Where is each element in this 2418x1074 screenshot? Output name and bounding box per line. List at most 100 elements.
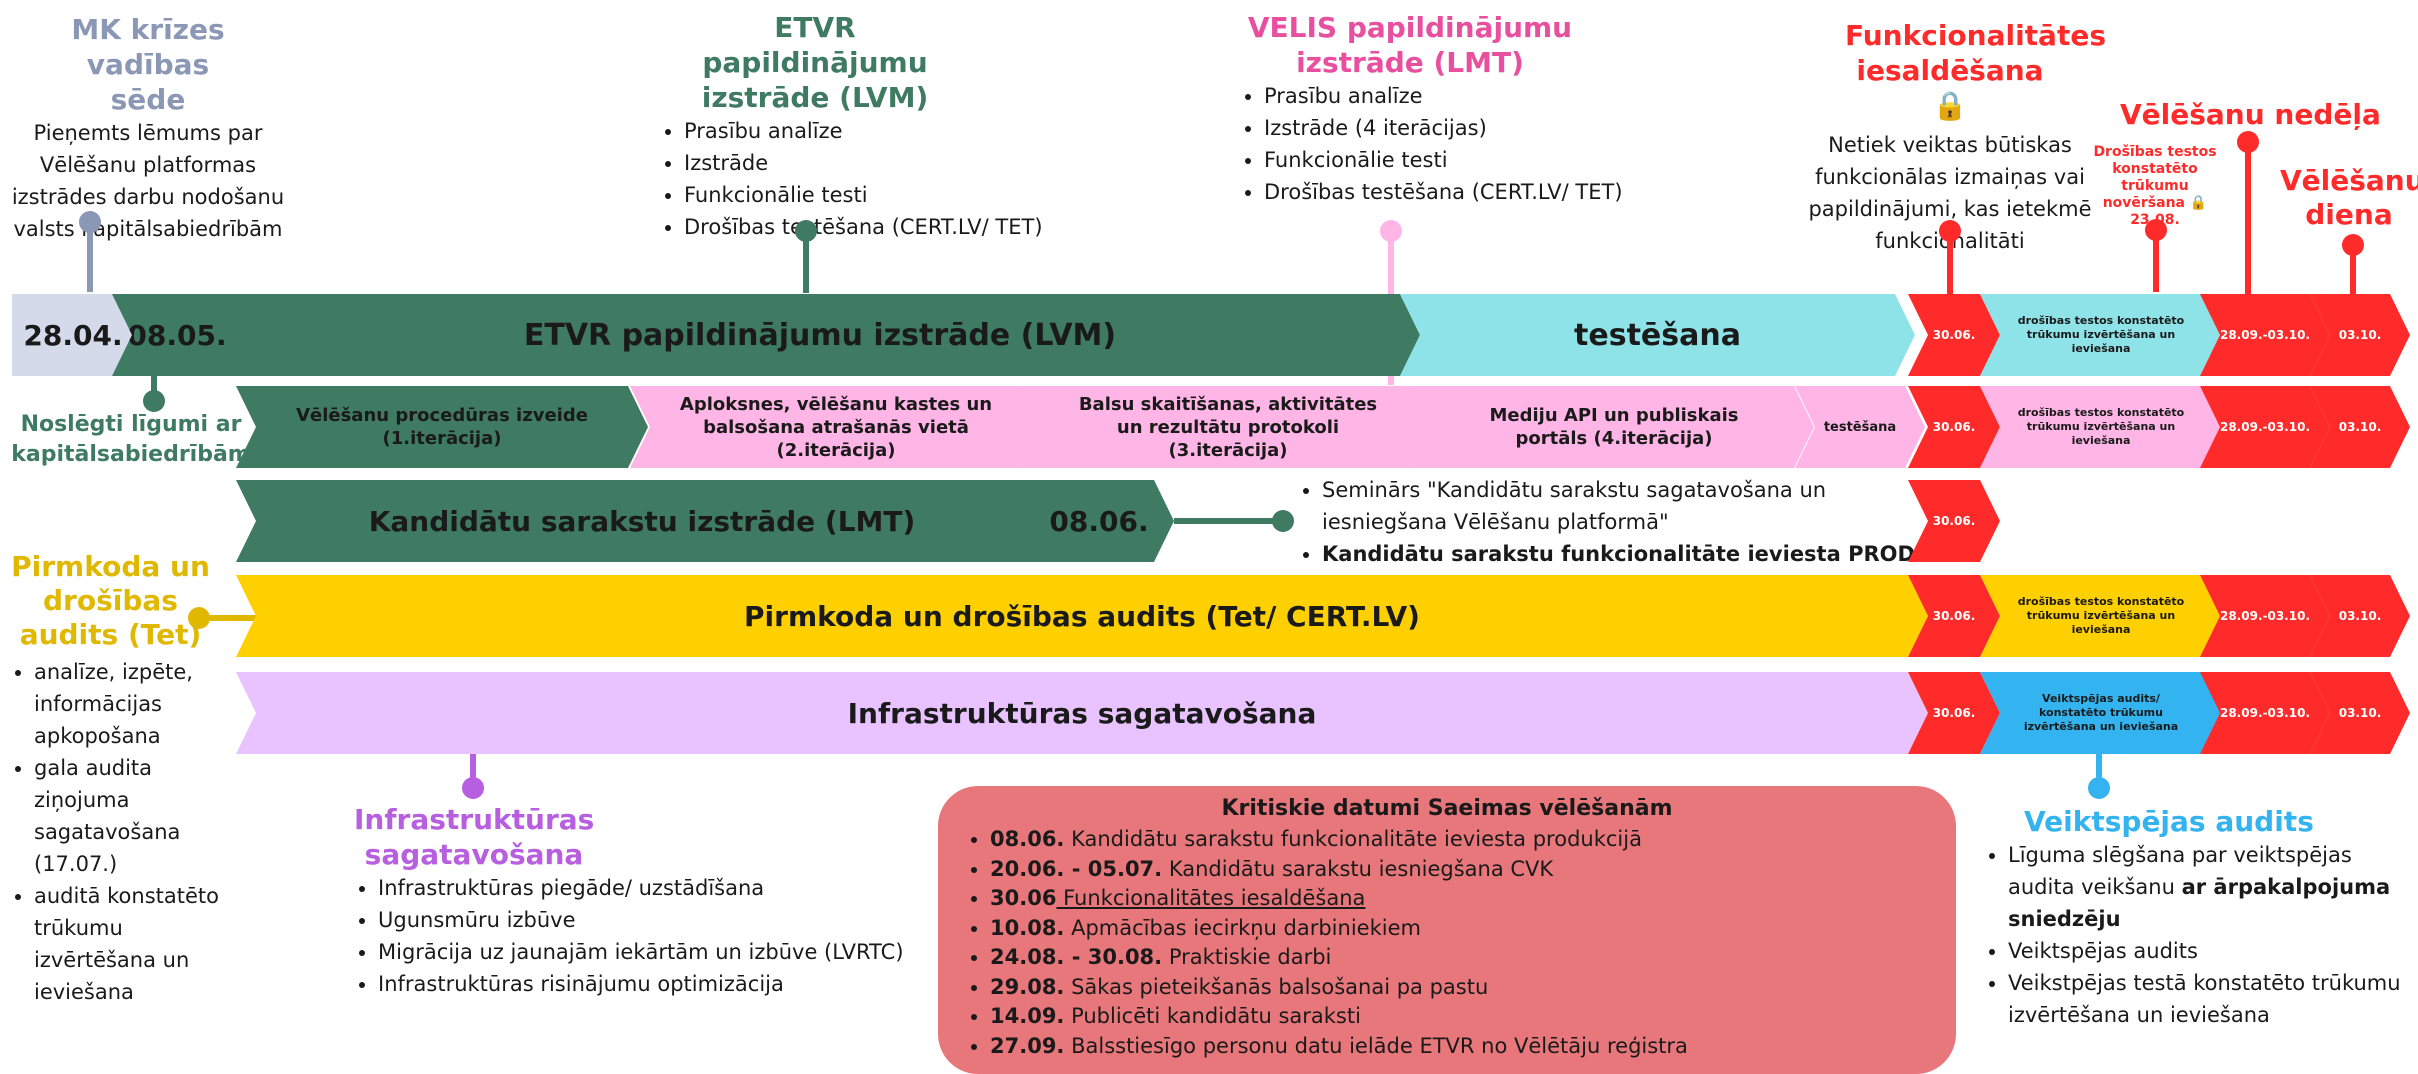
infra-band-label: Infrastruktūras sagatavošana bbox=[847, 696, 1317, 730]
audit-item: gala audita ziņojuma sagatavošana (17.07… bbox=[34, 752, 249, 880]
infra-item: Infrastruktūras piegāde/ uzstādīšana bbox=[378, 872, 954, 904]
freeze-title: Funkcionalitātes iesaldēšana🔒 bbox=[1845, 19, 2106, 122]
perf-annotation: Veiktspējas audits Līguma slēgšana par v… bbox=[1984, 804, 2414, 1031]
iteration-1: Vēlēšanu procedūras izveide (1.iterācija… bbox=[236, 386, 648, 468]
freeze-date: 30.06. bbox=[1932, 328, 1976, 342]
date-28-04: 28.04. bbox=[23, 318, 123, 352]
etvr-dot bbox=[795, 220, 817, 242]
critical-item: 14.09. Publicēti kandidātu saraksti bbox=[990, 1002, 1956, 1032]
iteration-4: Mediju API un publiskais portāls (4.iter… bbox=[1414, 386, 1814, 468]
critical-date: 10.08. bbox=[990, 915, 1065, 940]
freeze-date: 30.06. bbox=[1932, 420, 1976, 434]
eday-date: 03.10. bbox=[2338, 328, 2382, 342]
seminar-connector bbox=[1174, 518, 1284, 524]
week-title: Vēlēšanu nedēļa bbox=[2120, 98, 2381, 131]
contracts-stem bbox=[151, 376, 157, 396]
velis-item: Drošības testēšana (CERT.LV/ TET) bbox=[1264, 176, 1660, 208]
critical-date: 27.09. bbox=[990, 1033, 1065, 1058]
sec-fix-text: Drošības testos konstatēto trūkumu novēr… bbox=[2093, 144, 2217, 228]
test-band-label: testēšana bbox=[1574, 317, 1741, 353]
etvr-item: Izstrāde bbox=[684, 147, 1080, 179]
critical-text: Balsstiesīgo personu datu ielāde ETVR no… bbox=[1064, 1033, 1688, 1058]
week-dot bbox=[2237, 131, 2259, 153]
velis-dot bbox=[1380, 220, 1402, 242]
perf-title: Veiktspējas audits bbox=[2024, 805, 2314, 838]
date-chevron-08-06: 08.06. bbox=[1024, 480, 1174, 562]
mk-annotation: MK krīzes vadības sēde Pieņemts lēmums p… bbox=[8, 12, 288, 245]
iteration-3-label: Balsu skaitīšanas, aktivitātes un rezult… bbox=[1078, 393, 1378, 461]
audit-item: auditā konstatēto trūkumu izvērtēšana un… bbox=[34, 880, 249, 1008]
infra-dot bbox=[462, 777, 484, 799]
etvr-list: Prasību analīze Izstrāde Funkcionālie te… bbox=[660, 115, 1080, 243]
velis-annotation: VELIS papildinājumu izstrāde (LMT) Prasī… bbox=[1240, 10, 1660, 208]
critical-text: Praktiskie darbi bbox=[1162, 945, 1332, 969]
freeze-date: 30.06. bbox=[1932, 514, 1976, 528]
week-dates: 28.09.-03.10. bbox=[2219, 609, 2310, 623]
critical-item: 24.08. - 30.08. Praktiskie darbi bbox=[990, 943, 1956, 973]
eday-title: Vēlēšanu diena bbox=[2280, 164, 2418, 231]
sec-fix-stem bbox=[2153, 228, 2159, 292]
etvr-item: Drošības testēšana (CERT.LV/ TET) bbox=[684, 211, 1080, 243]
perf-item: Veikstpējas testā konstatēto trūkumu izv… bbox=[2008, 967, 2414, 1031]
date-chevron-28-04: 28.04. bbox=[12, 294, 134, 376]
sec-fix-dot bbox=[2145, 219, 2167, 241]
critical-text: Kandidātu sarakstu funkcionalitāte ievie… bbox=[1064, 827, 1642, 851]
velis-title: VELIS papildinājumu izstrāde (LMT) bbox=[1247, 11, 1573, 79]
contracts-dot bbox=[143, 390, 165, 412]
seminar-list: Seminārs "Kandidātu sarakstu sagatavošan… bbox=[1298, 474, 1922, 570]
critical-item: 27.09. Balsstiesīgo personu datu ielāde … bbox=[990, 1032, 1956, 1062]
critical-item: 10.08. Apmācības iecirkņu darbiniekiem bbox=[990, 914, 1956, 944]
iteration-3: Balsu skaitīšanas, aktivitātes un rezult… bbox=[1022, 386, 1434, 468]
perf-item: Līguma slēgšana par veiktspējas audita v… bbox=[2008, 839, 2414, 935]
critical-date: 24.08. - 30.08. bbox=[990, 945, 1163, 969]
etvr-band-label: ETVR papildinājumu izstrāde (LVM) bbox=[523, 317, 1117, 353]
week-dates: 28.09.-03.10. bbox=[2219, 706, 2310, 720]
week-stem bbox=[2245, 142, 2251, 294]
critical-text: Apmācības iecirkņu darbiniekiem bbox=[1064, 915, 1421, 940]
test-band: testēšana bbox=[1400, 294, 1915, 376]
perf-item: Veiktspējas audits bbox=[2008, 935, 2414, 967]
velis-item: Prasību analīze bbox=[1264, 80, 1660, 112]
etvr-stem bbox=[803, 235, 809, 293]
etvr-annotation: ETVR papildinājumu izstrāde (LVM) Prasīb… bbox=[660, 10, 1080, 243]
freeze-dot bbox=[1939, 220, 1961, 242]
seminar-dot bbox=[1272, 510, 1294, 532]
critical-date: 08.06. bbox=[990, 827, 1065, 851]
etvr-item: Funkcionālie testi bbox=[684, 179, 1080, 211]
critical-title: Kritiskie datumi Saeimas vēlēšanām bbox=[1221, 796, 1673, 821]
audit-band: Pirmkoda un drošības audits (Tet/ CERT.L… bbox=[236, 575, 1928, 657]
etvr-item: Prasību analīze bbox=[684, 115, 1080, 147]
audit-item: analīze, izpēte, informācijas apkopošana bbox=[34, 656, 249, 752]
test-label-r2: testēšana bbox=[1823, 419, 1897, 435]
fix-label: drošības testos konstatēto trūkumu izvēr… bbox=[2017, 406, 2185, 447]
iteration-4-label: Mediju API un publiskais portāls (4.iter… bbox=[1489, 405, 1739, 449]
eday-date: 03.10. bbox=[2338, 420, 2382, 434]
critical-text: Kandidātu sarakstu iesniegšana CVK bbox=[1162, 856, 1554, 881]
infra-item: Ugunsmūru izbūve bbox=[378, 904, 954, 936]
perf-label: Veiktspējas audits/ konstatēto trūkumu i… bbox=[2023, 692, 2179, 733]
candidates-band-label: Kandidātu sarakstu izstrāde (LMT) bbox=[368, 504, 916, 538]
freeze-annotation: Funkcionalitātes iesaldēšana🔒 Netiek vei… bbox=[1800, 18, 2106, 257]
perf-dot bbox=[2088, 777, 2110, 799]
mk-text: Pieņemts lēmums par Vēlēšanu platformas … bbox=[11, 121, 285, 241]
perf-item1-bold: ar ārpakalpojuma sniedzēju bbox=[2008, 875, 2391, 931]
fix-chevron: drošības testos konstatēto trūkumu izvēr… bbox=[1980, 575, 2222, 657]
infra-title: Infrastruktūras sagatavošana bbox=[354, 803, 595, 871]
perf-item1-text: Līguma slēgšana par veiktspējas audita v… bbox=[2008, 843, 2352, 899]
contracts-text: Noslēgti līgumi ar kapitālsabiedrībām bbox=[11, 412, 251, 467]
test-chevron-r2: testēšana bbox=[1795, 386, 1925, 468]
critical-text: Funkcionalitātes iesaldēšana bbox=[1056, 886, 1366, 910]
date-chevron-08-05: 08.05. bbox=[112, 294, 242, 376]
fix-label: drošības testos konstatēto trūkumu izvēr… bbox=[2017, 314, 2185, 355]
freeze-stem bbox=[1947, 232, 1953, 294]
iteration-2: Aploksnes, vēlēšanu kastes un balsošana … bbox=[630, 386, 1042, 468]
week-dates: 28.09.-03.10. bbox=[2219, 328, 2310, 342]
infra-band: Infrastruktūras sagatavošana bbox=[236, 672, 1928, 754]
week-chevron: 28.09.-03.10. bbox=[2200, 294, 2330, 376]
critical-item: 30.06 Funkcionalitātes iesaldēšana bbox=[990, 884, 1956, 914]
critical-text: Publicēti kandidātu saraksti bbox=[1064, 1004, 1361, 1028]
critical-text: Sākas pieteikšanās balsošanai pa pastu bbox=[1064, 974, 1489, 999]
audit-list: analīze, izpēte, informācijas apkopošana… bbox=[8, 656, 249, 1008]
critical-item: 20.06. - 05.07. Kandidātu sarakstu iesni… bbox=[990, 855, 1956, 885]
fix-label: drošības testos konstatēto trūkumu izvēr… bbox=[2017, 595, 2185, 636]
